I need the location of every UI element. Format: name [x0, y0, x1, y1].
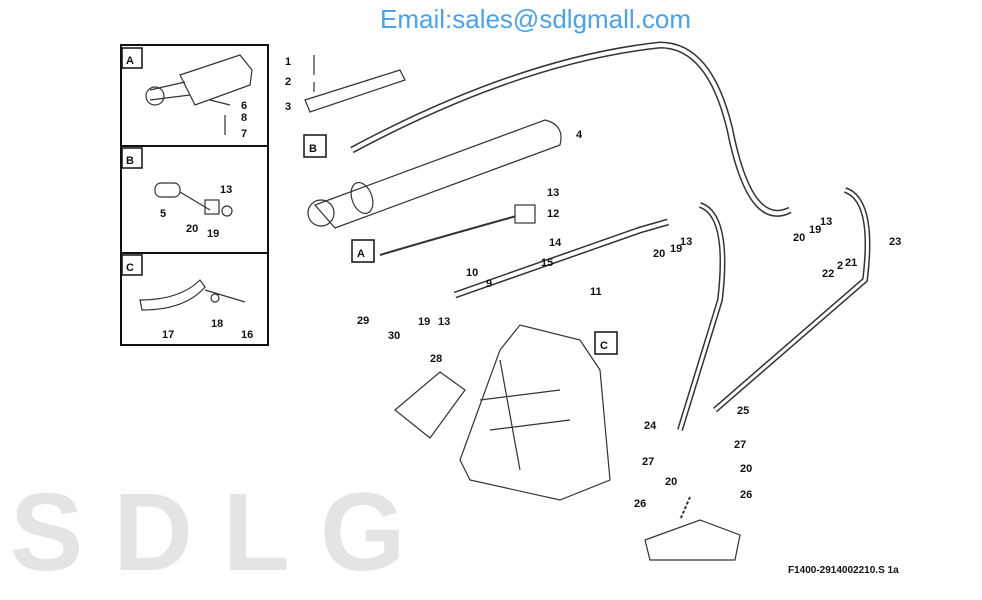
part-label: 13 — [220, 184, 232, 196]
part-label-12: 12 — [547, 208, 559, 220]
part-label: 18 — [211, 318, 223, 330]
part-label-2: 2 — [837, 260, 843, 272]
part-label-4: 4 — [576, 129, 583, 141]
part-label-20: 20 — [653, 248, 665, 260]
part-label-24: 24 — [644, 420, 657, 432]
part-label-13: 13 — [547, 187, 559, 199]
part-label: 6 — [241, 100, 247, 112]
part-label-27: 27 — [642, 456, 654, 468]
part-label: 19 — [207, 228, 219, 240]
callout-c: C — [600, 340, 608, 352]
panel-letter-a: A — [126, 55, 134, 67]
part-label: 7 — [241, 128, 247, 140]
part-label-22: 22 — [822, 268, 834, 280]
part-label-29: 29 — [357, 315, 369, 327]
part-label-20: 20 — [740, 463, 752, 475]
part-label: 16 — [241, 329, 253, 341]
part-label-26: 26 — [634, 498, 646, 510]
email-watermark: Email:sales@sdlgmall.com — [380, 4, 692, 34]
part-label-9: 9 — [486, 278, 492, 290]
part-label-28: 28 — [430, 353, 442, 365]
part-label: 8 — [241, 112, 247, 124]
part-label-20: 20 — [793, 232, 805, 244]
part-label-21: 21 — [845, 257, 857, 269]
part-label-13: 13 — [438, 316, 450, 328]
part-label-20: 20 — [665, 476, 677, 488]
drawing-code: F1400-2914002210.S 1a — [788, 565, 899, 576]
part-label: 20 — [186, 223, 198, 235]
part-label-19: 19 — [418, 316, 430, 328]
callout-a: A — [357, 248, 365, 260]
part-label-13: 13 — [680, 236, 692, 248]
part-label-13: 13 — [820, 216, 832, 228]
part-label-11: 11 — [590, 286, 602, 298]
part-label-1: 1 — [285, 56, 291, 68]
part-label-23: 23 — [889, 236, 901, 248]
part-label-25: 25 — [737, 405, 749, 417]
part-label: 17 — [162, 329, 174, 341]
detail-panels — [120, 44, 269, 346]
callout-b: B — [309, 143, 317, 155]
callout-box — [303, 134, 327, 158]
part-label-2: 2 — [285, 76, 291, 88]
panel-letter-b: B — [126, 155, 134, 167]
part-label: 5 — [160, 208, 166, 220]
callout-box — [351, 239, 375, 263]
part-label-10: 10 — [466, 267, 478, 279]
panel-letter-c: C — [126, 262, 134, 274]
part-label-15: 15 — [541, 257, 553, 269]
part-label-14: 14 — [549, 237, 562, 249]
part-label-26: 26 — [740, 489, 752, 501]
part-label-27: 27 — [734, 439, 746, 451]
part-label-19: 19 — [670, 243, 682, 255]
part-label-3: 3 — [285, 101, 291, 113]
part-label-19: 19 — [809, 224, 821, 236]
part-label-30: 30 — [388, 330, 400, 342]
callout-box — [594, 331, 618, 355]
brand-watermark: SDLG — [10, 471, 436, 594]
